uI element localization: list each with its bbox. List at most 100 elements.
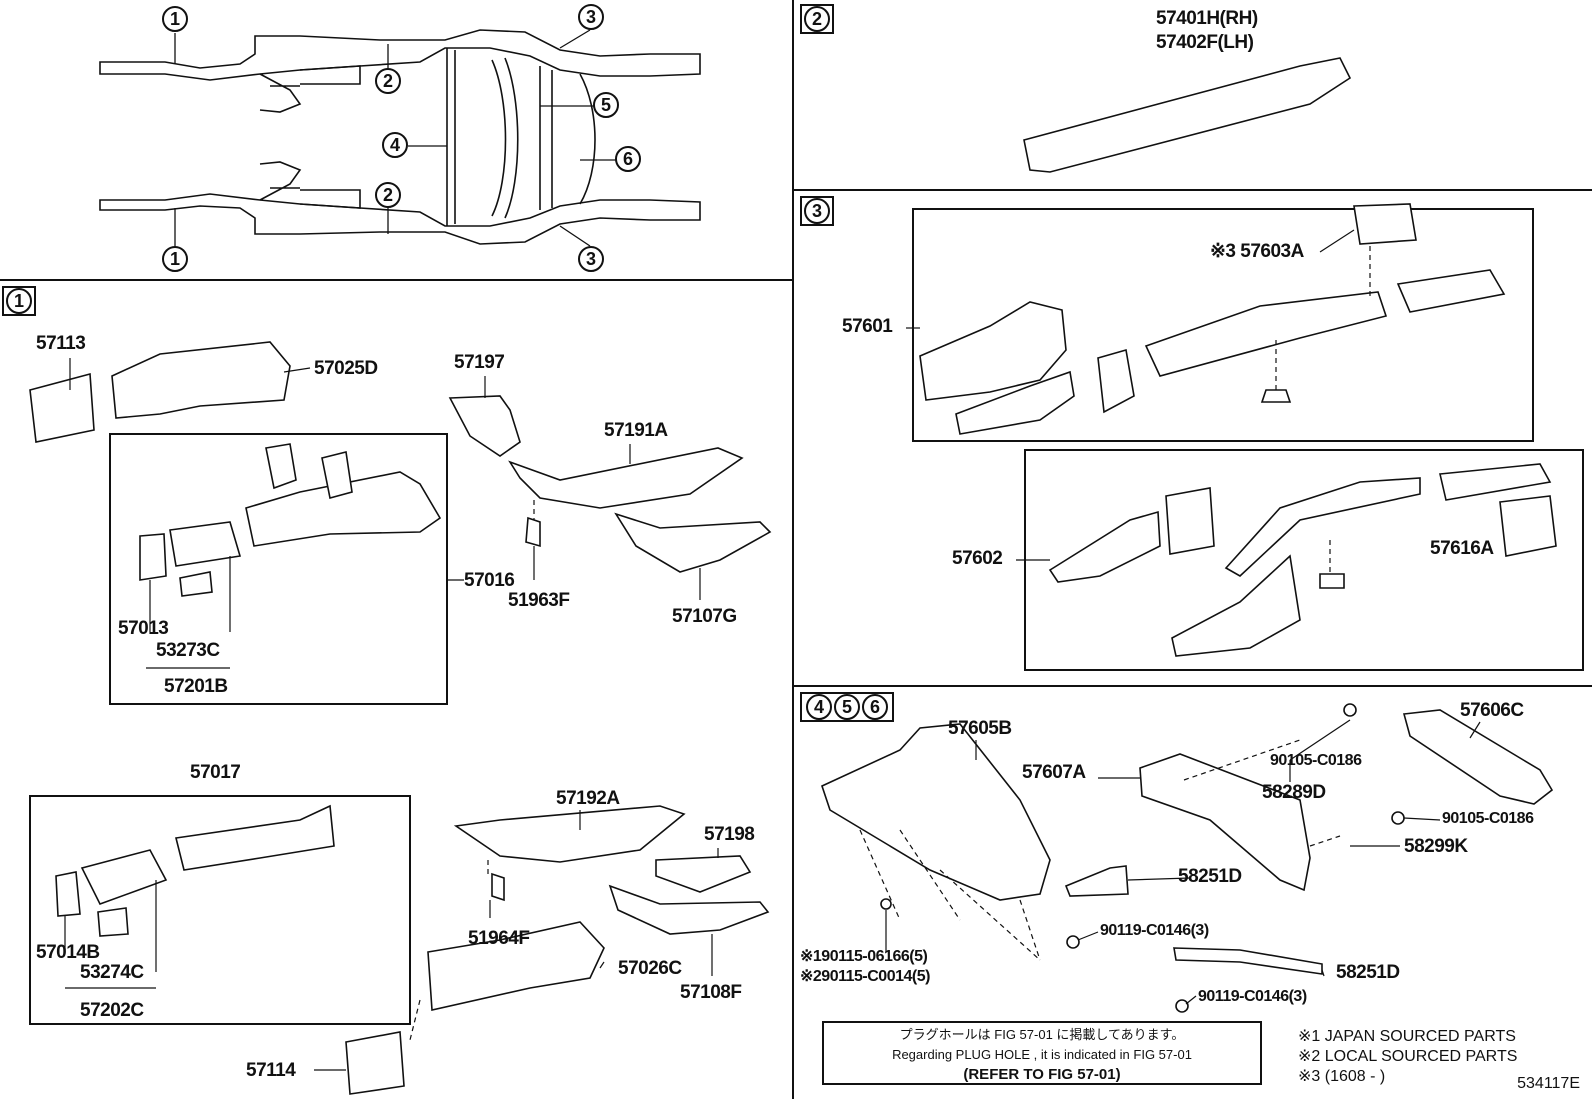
part-57108F (608, 884, 770, 935)
label-90115-C0014: ※290115-C0014(5) (800, 968, 930, 985)
label-90119-C0146-a: 90119-C0146(3) (1100, 922, 1209, 939)
label-57108F: 57108F (680, 982, 742, 1003)
overview-frame (99, 29, 701, 245)
sourcing-legend: ※1 JAPAN SOURCED PARTS ※2 LOCAL SOURCED … (1298, 1027, 1517, 1087)
part-90119-a (1066, 935, 1080, 949)
label-57192A: 57192A (556, 788, 620, 809)
label-57606C: 57606C (1460, 700, 1524, 721)
section-tag-3-num: 3 (804, 198, 830, 224)
part-57401H (1023, 57, 1352, 173)
part-58251D-b (1173, 947, 1323, 975)
callout-1-top: 1 (162, 6, 188, 32)
label-57402F: 57402F(LH) (1156, 32, 1254, 53)
label-51963F: 51963F (508, 590, 570, 611)
label-57113: 57113 (36, 333, 86, 354)
callout-3-top: 3 (578, 4, 604, 30)
label-57191A: 57191A (604, 420, 668, 441)
label-57603A: ※3 57603A (1210, 241, 1304, 262)
label-57602: 57602 (952, 548, 1003, 569)
label-57605B: 57605B (948, 718, 1012, 739)
part-57113 (29, 372, 95, 443)
part-57107G (614, 512, 772, 573)
section-tag-2-num: 2 (804, 6, 830, 32)
label-57016: 57016 (464, 570, 515, 591)
part-57114 (345, 1031, 405, 1095)
part-58251D-a (1064, 865, 1129, 897)
label-90115-06166: ※190115-06166(5) (800, 948, 928, 965)
part-57606C (1402, 709, 1554, 805)
legend-item-2: ※2 LOCAL SOURCED PARTS (1298, 1048, 1518, 1065)
section-tag-4-num: 4 (806, 694, 832, 720)
part-90119-b (1175, 999, 1189, 1013)
legend-item-3: ※3 (1608 - ) (1298, 1068, 1386, 1085)
callout-4: 4 (382, 132, 408, 158)
callout-2-bottom: 2 (375, 182, 401, 208)
part-57191A (508, 447, 744, 509)
part-57197 (448, 395, 521, 457)
section-tag-1: 1 (2, 286, 36, 316)
section-tag-2: 2 (800, 4, 834, 34)
part-57026C (427, 921, 605, 1011)
label-57198: 57198 (704, 824, 755, 845)
part-57025D (111, 341, 291, 419)
label-51964F: 51964F (468, 928, 530, 949)
label-57607A: 57607A (1022, 762, 1086, 783)
label-90105-C0186-b: 90105-C0186 (1442, 810, 1534, 827)
callout-1-bottom: 1 (162, 246, 188, 272)
note-jp: プラグホールは FIG 57-01 に掲載してあります。 (899, 1027, 1185, 1042)
part-90105-b (1391, 811, 1405, 825)
label-58251D-a: 58251D (1178, 866, 1242, 887)
part-57017 (175, 804, 335, 871)
label-57014B: 57014B (36, 942, 100, 963)
part-57605B (821, 723, 1051, 901)
part-57607A (1139, 753, 1311, 892)
label-57114: 57114 (246, 1060, 296, 1081)
label-57202C: 57202C (80, 1000, 144, 1021)
callout-6: 6 (615, 146, 641, 172)
part-57192A (453, 805, 686, 863)
part-90115 (880, 898, 892, 910)
label-57107G: 57107G (672, 606, 737, 627)
note-en: Regarding PLUG HOLE , it is indicated in… (892, 1047, 1192, 1062)
part-90105-a (1343, 703, 1357, 717)
part-57602 (1048, 510, 1161, 583)
section-tag-1-num: 1 (6, 288, 32, 314)
label-57616A: 57616A (1430, 538, 1494, 559)
part-57013 (139, 533, 167, 581)
part-57014B (55, 871, 81, 917)
label-57017: 57017 (190, 762, 241, 783)
legend-item-1: ※1 JAPAN SOURCED PARTS (1298, 1028, 1516, 1045)
label-57401H: 57401H(RH) (1156, 8, 1258, 29)
part-51964F (491, 872, 505, 902)
label-53274C: 53274C (80, 962, 144, 983)
section-tag-3: 3 (800, 196, 834, 226)
section-tag-5-num: 5 (834, 694, 860, 720)
note-ref: (REFER TO FIG 57-01) (963, 1066, 1121, 1083)
label-90119-C0146-b: 90119-C0146(3) (1198, 988, 1307, 1005)
callout-5: 5 (593, 92, 619, 118)
part-51963F (525, 516, 541, 548)
callout-2-top: 2 (375, 68, 401, 94)
box-57017-group (29, 795, 411, 1025)
part-57616A (1439, 463, 1552, 501)
label-58289D: 58289D (1262, 782, 1326, 803)
label-53273C: 53273C (156, 640, 220, 661)
section-tag-6-num: 6 (862, 694, 888, 720)
part-53273C (179, 571, 213, 597)
section-tag-456: 4 5 6 (800, 692, 894, 722)
plug-hole-note: プラグホールは FIG 57-01 に掲載してあります。 Regarding P… (822, 1021, 1262, 1085)
label-57601: 57601 (842, 316, 893, 337)
figure-number: 534117E (1517, 1075, 1580, 1092)
part-53274C (97, 907, 129, 937)
part-57603A (1353, 203, 1417, 245)
label-90105-C0186-a: 90105-C0186 (1270, 752, 1362, 769)
label-57026C: 57026C (618, 958, 682, 979)
label-57201B: 57201B (164, 676, 228, 697)
part-57198 (655, 855, 752, 893)
box-57016-group (109, 433, 448, 705)
label-57197: 57197 (454, 352, 505, 373)
label-58251D-b: 58251D (1336, 962, 1400, 983)
callout-3-bottom: 3 (578, 246, 604, 272)
label-57013: 57013 (118, 618, 169, 639)
